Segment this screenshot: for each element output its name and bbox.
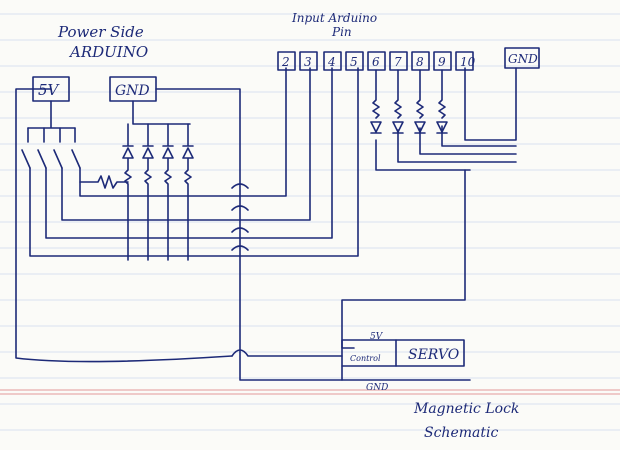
pulldown-resistor bbox=[79, 175, 129, 189]
wire-pin-2 bbox=[79, 67, 287, 197]
wire-pin-3 bbox=[61, 67, 311, 221]
switch-4 bbox=[71, 127, 81, 169]
v5-switch-bus bbox=[27, 100, 76, 129]
pin-label-2: 2 bbox=[281, 55, 290, 69]
led-chain-1 bbox=[370, 69, 382, 134]
diode-column-2 bbox=[142, 123, 154, 261]
pin-label-8: 8 bbox=[416, 55, 424, 69]
input-arduino-subtitle: Pin bbox=[331, 25, 352, 39]
wire-pin-4 bbox=[45, 67, 333, 239]
power-side-title: Power Side bbox=[57, 23, 144, 41]
switch-3 bbox=[53, 127, 63, 169]
pin-box-3 bbox=[299, 51, 318, 71]
servo-gnd-label: GND bbox=[366, 383, 388, 393]
input-led-array bbox=[370, 69, 448, 134]
pin-label-4: 4 bbox=[327, 55, 336, 69]
input-arduino-title: Input Arduino bbox=[291, 11, 377, 25]
pin-label-9: 9 bbox=[438, 55, 446, 69]
wiring bbox=[15, 67, 517, 381]
servo-control-wire bbox=[341, 169, 466, 349]
wire-crossovers bbox=[231, 183, 249, 251]
gnd-rail-wire bbox=[155, 88, 471, 381]
servo-power-wire bbox=[231, 349, 343, 381]
servo-control-label: Control bbox=[350, 354, 381, 363]
diode-column-3 bbox=[162, 123, 174, 261]
caption-title: Magnetic Lock bbox=[413, 401, 519, 417]
pin-label-3: 3 bbox=[304, 55, 312, 69]
v5-label: 5V bbox=[38, 81, 61, 99]
pin-box-5 bbox=[345, 51, 364, 71]
input-gnd-box bbox=[504, 47, 540, 69]
input-gnd-return bbox=[375, 67, 517, 171]
caption-subtitle: Schematic bbox=[424, 425, 498, 441]
power-diode-array bbox=[122, 123, 194, 261]
diode-column-4 bbox=[182, 123, 194, 261]
input-gnd-label: GND bbox=[508, 52, 538, 66]
switch-2 bbox=[37, 127, 47, 169]
led-chain-3 bbox=[414, 69, 426, 134]
servo-5v-label: 5V bbox=[370, 332, 384, 342]
servo-box bbox=[341, 339, 465, 367]
v5-rail-wire bbox=[15, 88, 233, 363]
pin-label-10: 10 bbox=[460, 55, 476, 69]
led-chain-4 bbox=[436, 69, 448, 134]
wire-pin-5 bbox=[29, 67, 359, 257]
pin-label-6: 6 bbox=[372, 55, 380, 69]
pin-label-7: 7 bbox=[394, 55, 402, 69]
notebook-ruling bbox=[0, 13, 620, 431]
gnd-diode-bus bbox=[132, 100, 191, 125]
gnd-label: GND bbox=[115, 83, 150, 99]
servo-label: SERVO bbox=[408, 347, 460, 363]
led-chain-2 bbox=[392, 69, 404, 134]
switch-1 bbox=[21, 127, 31, 169]
power-side-subtitle: ARDUINO bbox=[68, 43, 148, 61]
pin-label-5: 5 bbox=[350, 55, 358, 69]
diode-column-1 bbox=[122, 123, 134, 261]
